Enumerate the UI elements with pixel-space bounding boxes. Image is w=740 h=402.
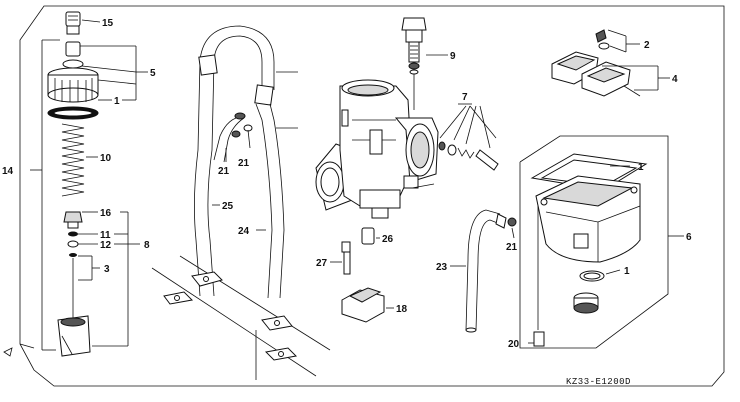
callout-4: 4 [672, 74, 678, 85]
callout-1: 1 [114, 96, 120, 107]
o-ring-lower-1 [579, 269, 621, 282]
callout-15: 15 [102, 18, 114, 29]
callout-18: 18 [396, 304, 408, 315]
callout-20: 20 [508, 339, 520, 350]
drain-plug [573, 292, 599, 314]
callout-10: 10 [100, 153, 112, 164]
washer-12 [67, 240, 79, 248]
callout-8: 8 [144, 240, 150, 251]
throttle-valve [57, 315, 91, 357]
callout-21: 21 [218, 166, 230, 177]
o-ring-1 [47, 106, 99, 120]
vent-tubes [194, 25, 298, 299]
callout-1-b: 1 [638, 162, 644, 173]
callout-1-c: 1 [624, 266, 630, 277]
spring-10 [61, 123, 85, 197]
float-4 [551, 51, 670, 97]
callout-2: 2 [644, 40, 650, 51]
callout-7: 7 [462, 92, 468, 103]
callout-26: 26 [382, 234, 394, 245]
callout-23: 23 [436, 262, 448, 273]
jet-needle-3 [69, 253, 77, 318]
cap-15 [65, 11, 81, 35]
float-18 [341, 287, 394, 323]
callout-14: 14 [2, 166, 14, 177]
mounting-plates [151, 255, 331, 380]
callout-6: 6 [686, 232, 692, 243]
callout-11: 11 [100, 230, 111, 241]
callout-16: 16 [100, 208, 112, 219]
callout-9: 9 [450, 51, 456, 62]
left-leader-lines [30, 19, 148, 351]
overflow-tube-23 [450, 209, 517, 333]
adjuster-9 [401, 17, 448, 110]
callout-3: 3 [104, 264, 110, 275]
top-cap [47, 67, 99, 103]
callout-labels: 15 5 1 10 14 16 11 12 8 3 21 21 25 24 9 … [2, 18, 692, 387]
callout-5: 5 [150, 68, 156, 79]
callout-12: 12 [100, 240, 112, 251]
diagram-code: KZ33-E1200D [566, 377, 631, 387]
jet-26 [361, 227, 380, 245]
outer-frame [19, 5, 725, 387]
callout-25: 25 [222, 201, 234, 212]
callout-27: 27 [316, 258, 328, 269]
clip-11 [68, 231, 78, 237]
needle-holder-16 [63, 211, 83, 229]
corner-mark [3, 347, 13, 357]
callout-21-b: 21 [238, 158, 250, 169]
pin-and-clip-2 [595, 29, 640, 53]
jet-27 [330, 241, 351, 275]
float-bowl [535, 175, 641, 263]
carburetor-body [315, 79, 439, 219]
callout-24: 24 [238, 226, 250, 237]
callout-21-c: 21 [506, 242, 518, 253]
air-screw-7 [438, 103, 499, 171]
bolt-20 [528, 206, 545, 347]
float-bowl-frame [519, 135, 684, 349]
